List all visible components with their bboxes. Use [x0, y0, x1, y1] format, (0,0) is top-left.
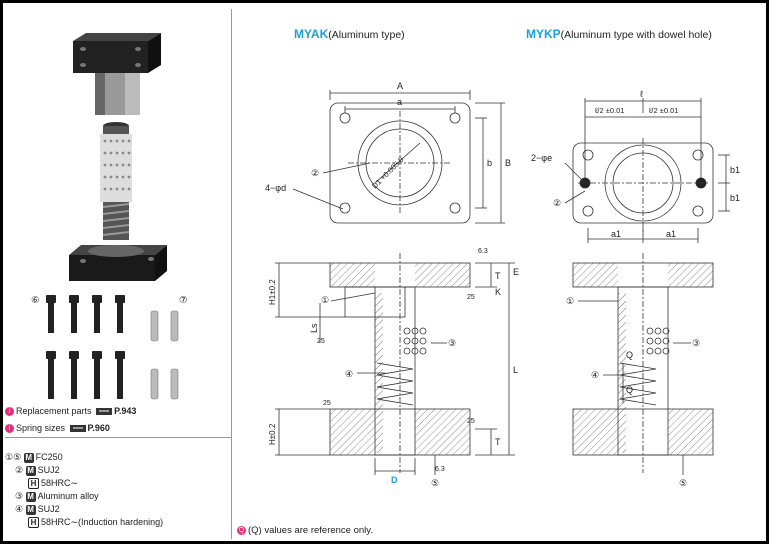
product-illustration — [69, 33, 167, 281]
callout-3: ③ — [692, 338, 700, 348]
dim-4-d: 4−φd — [265, 183, 286, 193]
dim-E: E — [513, 267, 519, 277]
dim-L: L — [513, 365, 518, 375]
callout-2: ② — [553, 198, 561, 208]
horizontal-divider — [5, 437, 231, 438]
dim-H: H±0.2 — [268, 423, 277, 445]
dim-l2-left: ℓ/2 ±0.01 — [594, 106, 624, 115]
hardness-badge: H — [28, 517, 39, 529]
material-badge: M — [25, 465, 36, 476]
dim-b: b — [487, 158, 492, 168]
callout-4: ④ — [591, 370, 599, 380]
dim-A: A — [397, 81, 403, 91]
callout-2: ② — [311, 168, 319, 178]
dim-6-3-top: 6.3 — [478, 248, 488, 255]
reference-note: Q(Q) values are reference only. — [237, 525, 373, 536]
material-badge: M — [25, 504, 36, 515]
mykp-title: MYKP(Aluminum type with dowel hole) — [526, 27, 712, 41]
dim-B: B — [505, 158, 511, 168]
dim-l2-right: ℓ/2 ±0.01 — [648, 106, 678, 115]
book-icon — [96, 408, 113, 416]
callout-1: ① — [321, 295, 329, 305]
dim-2-e: 2−φe — [531, 153, 552, 163]
callout-5: ⑤ — [431, 478, 439, 488]
material-badge: M — [23, 452, 34, 463]
callout-5: ⑤ — [679, 478, 687, 488]
dim-Q-1: Q — [626, 350, 633, 360]
dim-Ls: Ls — [309, 323, 319, 333]
info-icon: i — [5, 407, 14, 417]
dim-b1-top: b1 — [730, 165, 740, 175]
dim-a1-left: a1 — [611, 229, 621, 239]
dim-H1: H1±0.2 — [268, 279, 277, 305]
callout-7: ⑦ — [179, 295, 188, 306]
material-badge: M — [25, 491, 36, 502]
bolts-and-pins-illustration — [46, 295, 179, 400]
dim-25-c: 25 — [323, 400, 331, 407]
dim-T-bottom: T — [495, 437, 501, 447]
dim-25-a: 25 — [467, 294, 475, 301]
dim-D: D — [391, 475, 398, 485]
dim-a: a — [397, 97, 402, 107]
myak-title: MYAK(Aluminum type) — [294, 27, 405, 41]
dim-6-3-bottom: 6.3 — [435, 466, 445, 473]
dim-K: K — [495, 287, 501, 297]
mykp-drawing: ℓ ℓ/2 ±0.01 ℓ/2 ±0.01 2−φe ② b1 b1 a1 a1… — [531, 89, 740, 488]
myak-drawing: A a b B ② 4−φd D1 +0.005 0 6.3 T E K L H… — [265, 81, 519, 488]
callout-1: ① — [566, 296, 574, 306]
callout-6: ⑥ — [31, 295, 40, 306]
dim-25-d: 25 — [467, 418, 475, 425]
callout-3: ③ — [448, 338, 456, 348]
dim-Q-2: Q — [626, 385, 633, 395]
info-icon: i — [5, 424, 14, 434]
dim-a1-right: a1 — [666, 229, 676, 239]
dim-T-top: T — [495, 271, 501, 281]
book-icon — [69, 425, 86, 433]
vertical-divider — [231, 9, 232, 539]
dim-b1-bottom: b1 — [730, 193, 740, 203]
note-icon: Q — [237, 525, 246, 535]
dim-l: ℓ — [640, 89, 644, 99]
callout-4: ④ — [345, 369, 353, 379]
hardness-badge: H — [28, 478, 39, 490]
dim-25-b: 25 — [317, 338, 325, 345]
